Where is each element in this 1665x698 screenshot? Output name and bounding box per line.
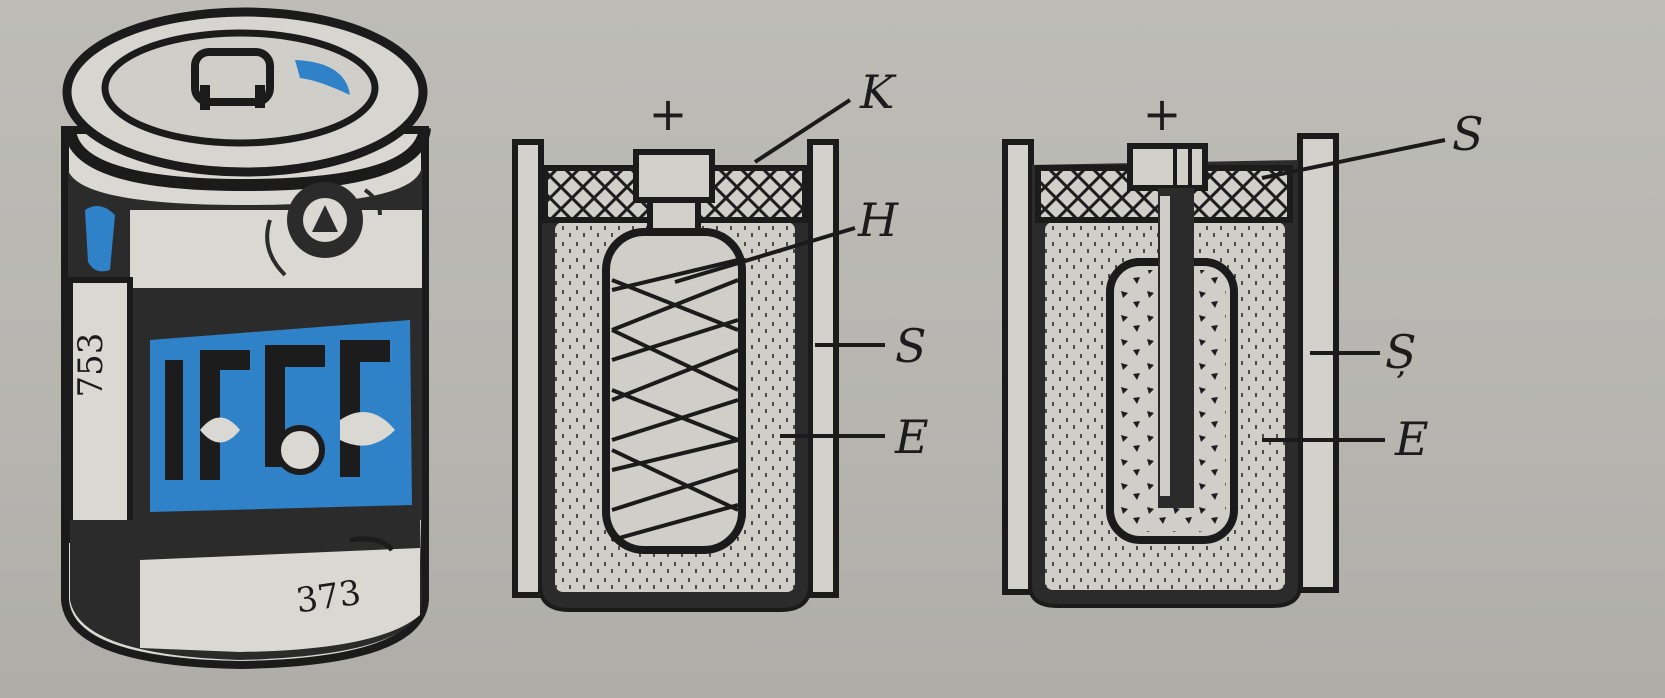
cell-left-label-k: K [859, 65, 897, 119]
logo-emblem-icon [265, 182, 382, 277]
cell-left-diagram: + K H S E − [512, 65, 929, 698]
cell-right-plus: + [1143, 87, 1182, 141]
cell-left-label-s: S [895, 319, 927, 373]
battery-bottom-number: 373 [294, 573, 364, 622]
cell-left-minus: − [665, 677, 704, 698]
battery-top-number: 753 [71, 333, 111, 398]
cell-right-minus: − [1166, 677, 1205, 698]
cell-left-label-e: E [894, 410, 929, 464]
cell-right-diagram: + S Ș E − [1002, 87, 1484, 698]
cell-right-label-s-mid: Ș [1385, 325, 1417, 379]
cell-left-plus: + [649, 87, 688, 141]
cell-right-label-s-top: S [1452, 107, 1484, 161]
cell-right-label-e: E [1394, 412, 1429, 466]
cell-left-label-h: H [857, 193, 899, 247]
battery-illustration: 753 373 [61, 7, 431, 670]
